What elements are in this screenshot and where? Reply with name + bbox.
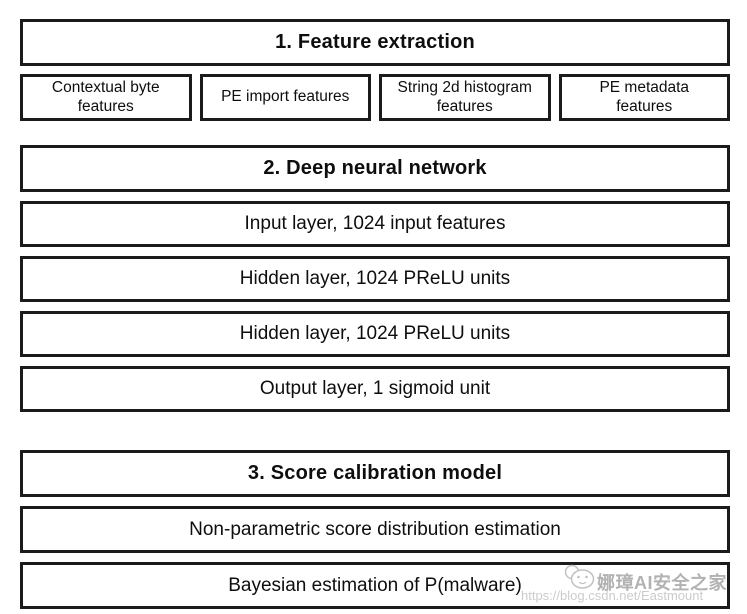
score-calibration-header-label: 3. Score calibration model <box>247 462 503 484</box>
section-score-calibration: 3. Score calibration model Non-parametri… <box>20 450 730 609</box>
feature-box-contextual-byte-label: Contextual byte features <box>51 78 160 115</box>
calibration-box-bayesian: Bayesian estimation of P(malware) <box>20 562 730 609</box>
feature-box-pe-import-label: PE import features <box>221 88 350 106</box>
calibration-box-nonparametric-label: Non-parametric score distribution estima… <box>189 518 561 540</box>
deep-neural-network-header-label: 2. Deep neural network <box>263 157 487 179</box>
calibration-box-nonparametric: Non-parametric score distribution estima… <box>20 506 730 553</box>
feature-box-pe-import: PE import features <box>199 74 371 121</box>
feature-extraction-header-label: 1. Feature extraction <box>275 31 475 53</box>
section-feature-extraction: 1. Feature extraction Contextual byte fe… <box>20 19 730 121</box>
layer-box-hidden-1: Hidden layer, 1024 PReLU units <box>20 256 730 302</box>
layer-box-hidden-2: Hidden layer, 1024 PReLU units <box>20 311 730 357</box>
feature-box-string-2d-histogram: String 2d histogram features <box>379 74 551 121</box>
layer-box-output-label: Output layer, 1 sigmoid unit <box>259 378 491 399</box>
watermark-brand-text: 娜璋AI安全之家 <box>597 573 727 593</box>
feature-boxes-row: Contextual byte features PE import featu… <box>20 74 730 121</box>
layer-box-input-label: Input layer, 1024 input features <box>244 213 506 234</box>
section-deep-neural-network: 2. Deep neural network Input layer, 1024… <box>20 145 730 412</box>
layer-box-input: Input layer, 1024 input features <box>20 201 730 247</box>
layer-box-output: Output layer, 1 sigmoid unit <box>20 366 730 412</box>
feature-extraction-header-box: 1. Feature extraction <box>20 19 730 66</box>
calibration-box-bayesian-label: Bayesian estimation of P(malware) <box>228 574 522 596</box>
layer-box-hidden-1-label: Hidden layer, 1024 PReLU units <box>239 268 511 289</box>
watermark-url-text: https://blog.csdn.net/Eastmount <box>521 588 704 603</box>
feature-box-contextual-byte: Contextual byte features <box>20 74 192 121</box>
deep-neural-network-header-box: 2. Deep neural network <box>20 145 730 192</box>
feature-box-string-2d-histogram-label: String 2d histogram features <box>397 78 532 115</box>
feature-box-pe-metadata: PE metadata features <box>558 74 730 121</box>
watermark-avatar-icon <box>564 564 595 589</box>
feature-box-pe-metadata-label: PE metadata features <box>599 78 690 115</box>
malware-detection-pipeline-diagram: 1. Feature extraction Contextual byte fe… <box>20 19 730 609</box>
score-calibration-header-box: 3. Score calibration model <box>20 450 730 497</box>
layer-box-hidden-2-label: Hidden layer, 1024 PReLU units <box>239 323 511 344</box>
